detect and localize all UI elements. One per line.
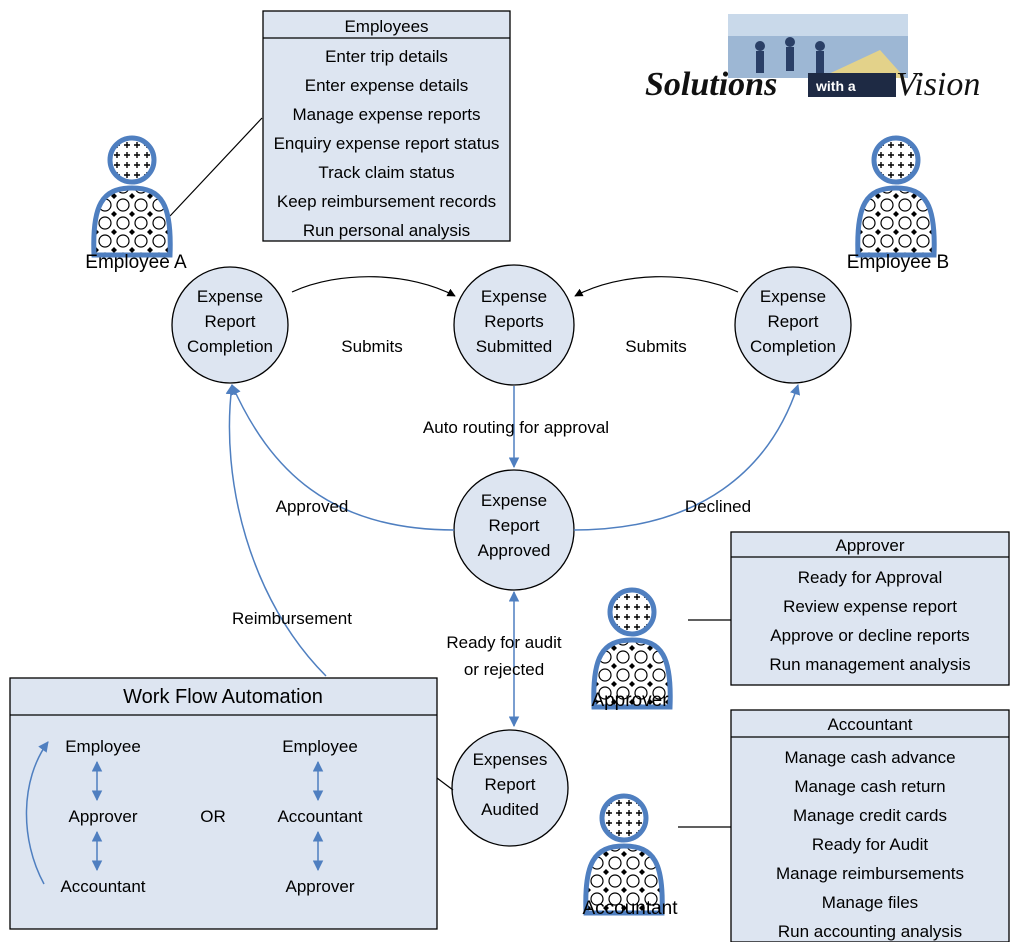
workflow-right-3: Approver — [286, 877, 355, 896]
logo-band — [808, 73, 896, 97]
list-item: Manage cash return — [794, 777, 945, 796]
node-label-line: Expense — [197, 287, 263, 306]
employee-b-label: Employee B — [847, 252, 949, 273]
node-label-line: Expense — [760, 287, 826, 306]
list-item: Enquiry expense report status — [274, 134, 500, 153]
workflow-left-3: Accountant — [60, 877, 145, 896]
employee-a-label: Employee A — [85, 252, 187, 273]
node-label-line: Completion — [187, 337, 273, 356]
logo-text-vision: Vision — [896, 66, 980, 103]
list-item: Enter expense details — [305, 76, 469, 95]
list-item: Run personal analysis — [303, 221, 470, 240]
list-item: Manage files — [822, 893, 918, 912]
node-label-line: Report — [488, 516, 539, 535]
node-label-line: Reports — [484, 312, 544, 331]
logo-figures — [755, 37, 825, 73]
label-submits-a: Submits — [341, 337, 402, 356]
workflow-right-2: Accountant — [277, 807, 362, 826]
employee-a-icon — [94, 138, 170, 255]
accountant-icon — [586, 796, 662, 913]
edge-approved — [231, 384, 455, 531]
label-audit-line1: Ready for audit — [446, 633, 562, 652]
list-item: Manage reimbursements — [776, 864, 964, 883]
list-item: Run accounting analysis — [778, 922, 962, 941]
workflow-loop-arrow — [25, 741, 49, 885]
label-reimbursement: Reimbursement — [232, 609, 352, 628]
workflow-box: Work Flow Automation Employee Approver A… — [9, 677, 438, 930]
node-label-line: Expense — [481, 287, 547, 306]
list-item: Ready for Audit — [812, 835, 929, 854]
label-declined: Declined — [685, 497, 751, 516]
node-label-line: Expenses — [473, 750, 548, 769]
accountant-box-title: Accountant — [827, 715, 912, 734]
list-item: Manage expense reports — [292, 105, 480, 124]
workflow-right-1: Employee — [282, 737, 358, 756]
edge-reimbursement — [225, 383, 327, 677]
list-item: Track claim status — [318, 163, 454, 182]
node-label-line: Report — [484, 775, 535, 794]
edge-declined — [573, 384, 801, 531]
list-item: Manage cash advance — [784, 748, 955, 767]
label-approved: Approved — [276, 497, 349, 516]
node-label-line: Expense — [481, 491, 547, 510]
logo-ramp — [820, 50, 905, 78]
edge-submit-b — [574, 276, 739, 297]
node-label-line: Approved — [478, 541, 551, 560]
employee-b-icon — [858, 138, 934, 255]
workflow-connector — [436, 777, 454, 791]
employee-a-connector — [169, 117, 263, 217]
label-auto-routing: Auto routing for approval — [423, 418, 609, 437]
approver-label: Approver — [591, 690, 669, 711]
list-item: Manage credit cards — [793, 806, 947, 825]
list-item: Ready for Approval — [798, 568, 943, 587]
logo-text-solutions: Solutions — [645, 66, 777, 103]
logo-text-with-a: with a — [815, 78, 856, 94]
edge-submit-a — [291, 276, 456, 297]
label-submits-b: Submits — [625, 337, 686, 356]
node-label-line: Submitted — [476, 337, 553, 356]
logo-sky — [728, 14, 908, 36]
list-item: Approve or decline reports — [770, 626, 969, 645]
workflow-or: OR — [200, 807, 226, 826]
employees-box-title: Employees — [344, 17, 428, 36]
approver-box-title: Approver — [836, 536, 905, 555]
node-label-line: Report — [767, 312, 818, 331]
node-label-line: Completion — [750, 337, 836, 356]
list-item: Keep reimbursement records — [277, 192, 496, 211]
node-label-line: Audited — [481, 800, 539, 819]
list-item: Run management analysis — [769, 655, 970, 674]
accountant-label: Accountant — [582, 898, 678, 919]
workflow-left-2: Approver — [69, 807, 138, 826]
node-label-line: Report — [204, 312, 255, 331]
workflow-title: Work Flow Automation — [123, 686, 323, 708]
list-item: Enter trip details — [325, 47, 448, 66]
logo: Solutions with a Vision — [645, 14, 980, 103]
workflow-left-1: Employee — [65, 737, 141, 756]
label-audit-line2: or rejected — [464, 660, 544, 679]
list-item: Review expense report — [783, 597, 957, 616]
